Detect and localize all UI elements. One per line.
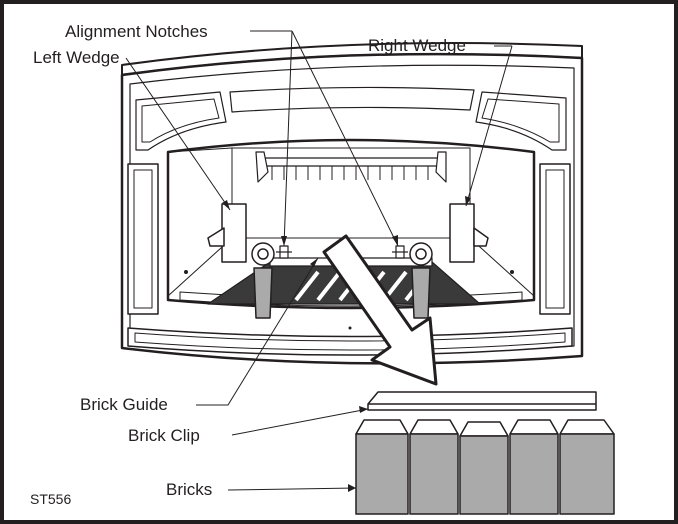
label-alignment-notches: Alignment Notches [65,22,208,41]
right-side-panel [539,163,571,315]
log-rail-teeth [271,166,429,180]
leader-lines [125,30,513,491]
brick-4 [509,419,559,515]
right-andiron-post [409,242,433,319]
label-bricks: Bricks [166,480,212,499]
bricks-group [355,419,615,515]
figure-code: ST556 [30,491,71,507]
brick-guide-piece [367,391,597,411]
brick-5 [559,419,615,515]
left-side-panel [127,163,159,315]
install-direction-arrow [322,234,438,386]
right-alignment-notch [392,245,408,259]
right-wedge [449,203,489,263]
top-left-panel [135,91,227,151]
fireplace-insert [120,42,584,365]
top-right-panel [475,91,567,151]
left-wedge-leader [125,57,231,211]
label-right-wedge: Right Wedge [368,36,466,55]
left-wedge [207,203,247,263]
bricks-leader [227,487,357,491]
left-andiron-post [251,242,275,319]
brick-3 [459,421,509,515]
brick-1 [355,419,409,515]
leader-arrowheads [222,196,471,492]
brick-guide-leader [196,257,319,406]
brick-2 [409,419,459,515]
label-brick-clip: Brick Clip [128,426,200,445]
top-center-band [229,86,475,113]
log-rail [261,157,441,167]
brick-clip-leader [231,408,369,436]
label-brick-guide: Brick Guide [80,395,168,414]
label-left-wedge: Left Wedge [33,48,120,67]
